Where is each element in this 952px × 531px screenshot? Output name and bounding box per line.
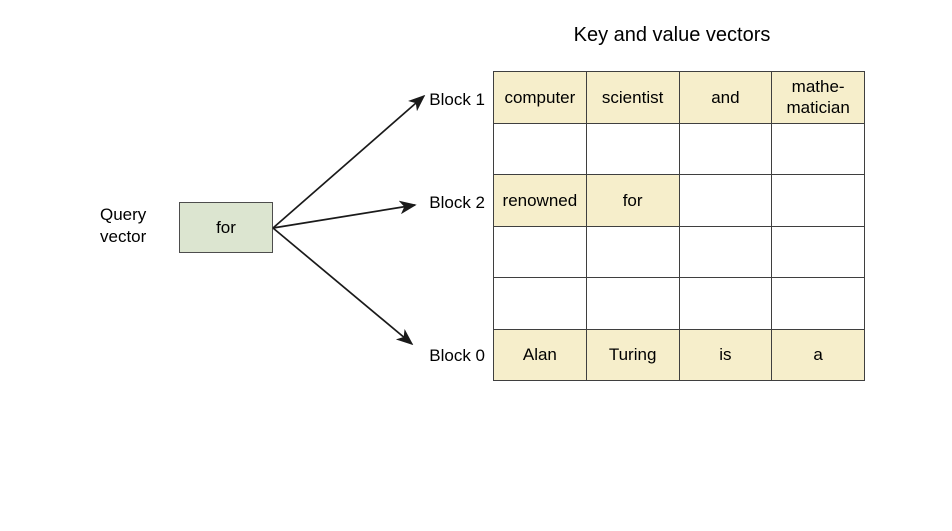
- table-cell: mathe-matician: [771, 71, 865, 124]
- table-cell: [771, 174, 865, 227]
- table-cell: [678, 122, 773, 175]
- table-cell: Turing: [585, 328, 680, 381]
- table-cell: [585, 225, 680, 278]
- table-row: [493, 122, 865, 175]
- table-cell: computer: [493, 71, 587, 124]
- table-cell: [771, 277, 865, 330]
- query-vector-token: for: [216, 217, 236, 237]
- arrow-group: [272, 94, 426, 346]
- query-vector-label-line2: vector: [100, 227, 147, 246]
- table-cell: [678, 174, 773, 227]
- table-cell: [678, 277, 773, 330]
- table-cell: [493, 122, 587, 175]
- table-cell: [585, 122, 680, 175]
- block-label-2: Block 2: [429, 193, 485, 212]
- table-cell: [771, 225, 865, 278]
- table-cell: is: [678, 328, 773, 381]
- table-cell: renowned: [493, 174, 587, 227]
- table-row: [493, 225, 865, 278]
- arrow-to-block-0: [272, 227, 414, 346]
- table-row: [493, 277, 865, 330]
- arrow-to-block-1: [272, 94, 426, 229]
- table-cell: [678, 225, 773, 278]
- block-label-0: Block 0: [429, 346, 485, 365]
- block-label-1: Block 1: [429, 90, 485, 109]
- table-cell: scientist: [585, 71, 680, 124]
- arrow-to-block-2: [272, 200, 417, 229]
- table-cell: and: [678, 71, 773, 124]
- table-cell: [493, 225, 587, 278]
- query-vector-label: Query vector: [100, 204, 174, 248]
- query-vector-box[interactable]: for: [179, 202, 273, 253]
- table-cell: for: [585, 174, 680, 227]
- table-cell: Alan: [493, 328, 587, 381]
- table-cell: [585, 277, 680, 330]
- page-title: Key and value vectors: [573, 24, 771, 46]
- table-cell: [771, 122, 865, 175]
- table-cell: [493, 277, 587, 330]
- table-cell: a: [771, 328, 865, 381]
- query-vector-label-line1: Query: [100, 205, 147, 224]
